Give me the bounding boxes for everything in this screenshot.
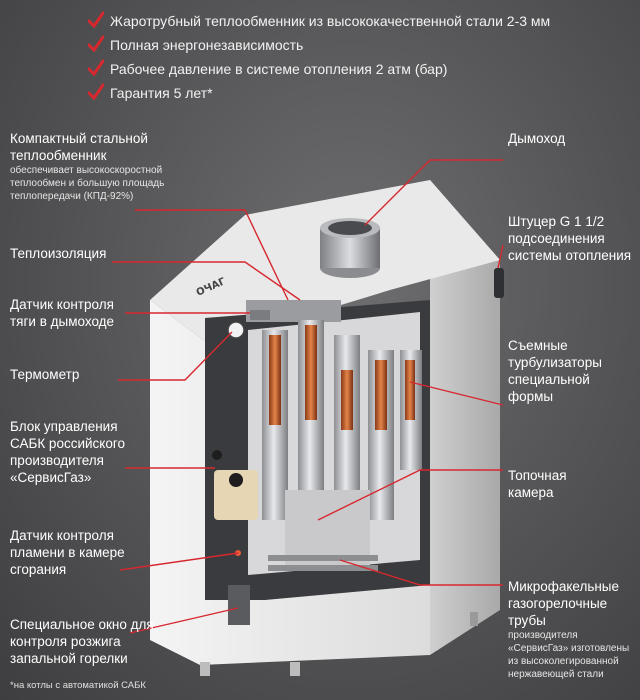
callout-title: Штуцер G 1 1/2 подсоединения системы ото…	[508, 214, 632, 263]
feature-list: Жаротрубный теплообменник из высококачес…	[88, 10, 550, 106]
callout-title: Съемные турбулизаторы специальной формы	[508, 338, 602, 404]
feature-item: Полная энергонезависимость	[88, 34, 550, 58]
feature-item: Гарантия 5 лет*	[88, 82, 550, 106]
callout-description: производителя «СервисГаз» изготовлены из…	[508, 630, 630, 680]
callout-title: Термометр	[10, 367, 80, 382]
feature-item: Рабочее давление в системе отопления 2 а…	[88, 58, 550, 82]
callout-description: обеспечивает высокоскоростной теплообмен…	[10, 165, 165, 202]
callout-flame-sensor: Датчик контроля пламени в камере сгорани…	[10, 527, 135, 578]
callout-title: Микрофакельные газогорелочные трубы	[508, 579, 620, 628]
callout-title: Блок управления САБК российского произво…	[10, 419, 125, 485]
callout-title: Датчик контроля тяги в дымоходе	[10, 297, 115, 329]
feature-text: Гарантия 5 лет*	[110, 85, 213, 101]
checkmark-icon	[88, 83, 104, 101]
callout-title: Дымоход	[508, 131, 566, 146]
feature-text: Полная энергонезависимость	[110, 37, 304, 53]
footnote: *на котлы с автоматикой САБК	[10, 680, 146, 691]
callout-title: Компактный стальной теплообменник	[10, 131, 148, 163]
callout-title: Специальное окно для контроля розжига за…	[10, 617, 154, 666]
checkmark-icon	[88, 11, 104, 29]
callout-title: Топочная камера	[508, 468, 567, 500]
checkmark-icon	[88, 59, 104, 77]
callout-combustion-chamber: Топочная камера	[508, 467, 598, 501]
turbulators	[269, 325, 415, 430]
draft-sensor	[250, 310, 270, 320]
control-unit	[212, 450, 258, 520]
ignition-window	[228, 585, 250, 625]
callout-burner-tubes: Микрофакельные газогорелочные трубы прои…	[508, 578, 636, 681]
callout-insulation: Теплоизоляция	[10, 245, 106, 262]
callout-thermometer: Термометр	[10, 366, 79, 383]
burner-tubes	[268, 555, 378, 571]
boiler-foot	[290, 662, 300, 676]
callout-draft-sensor: Датчик контроля тяги в дымоходе	[10, 296, 135, 330]
callout-ignition-window: Специальное окно для контроля розжига за…	[10, 616, 170, 667]
callout-turbulators: Съемные турбулизаторы специальной формы	[508, 337, 613, 405]
callout-leaders	[112, 159, 504, 634]
feature-text: Жаротрубный теплообменник из высококачес…	[110, 13, 551, 29]
thermometer-gauge	[227, 321, 245, 339]
boiler-foot	[200, 662, 210, 676]
heating-connection-fitting	[494, 268, 504, 298]
callout-title: Датчик контроля пламени в камере сгорани…	[10, 528, 125, 577]
callout-heat-exchanger: Компактный стальной теплообменник обеспе…	[10, 130, 210, 203]
feature-item: Жаротрубный теплообменник из высококачес…	[88, 10, 550, 34]
flue-pipe	[320, 218, 380, 278]
callout-connection: Штуцер G 1 1/2 подсоединения системы ото…	[508, 213, 636, 264]
feature-text: Рабочее давление в системе отопления 2 а…	[110, 61, 448, 77]
boiler-side-panel	[430, 180, 500, 655]
callout-control-unit: Блок управления САБК российского произво…	[10, 418, 145, 486]
checkmark-icon	[88, 35, 104, 53]
boiler-foot	[470, 612, 478, 626]
callout-title: Теплоизоляция	[10, 246, 107, 261]
callout-flue: Дымоход	[508, 130, 565, 147]
